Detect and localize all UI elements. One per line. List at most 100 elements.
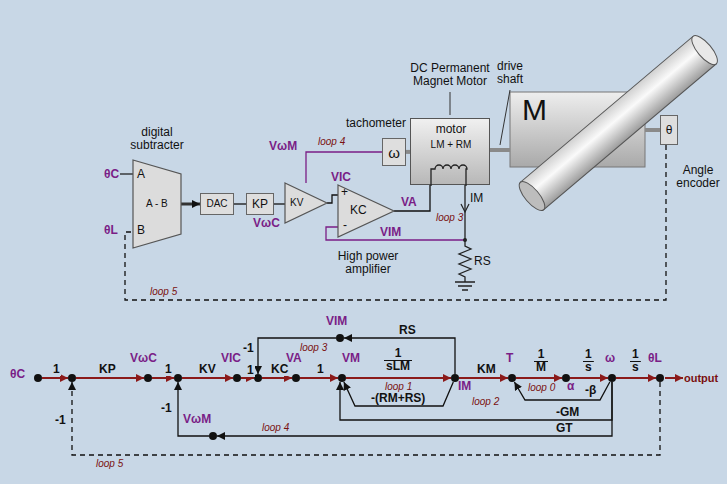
node-text: + [341,186,348,199]
signal-connector [178,382,209,436]
signal-node: VωM [209,432,217,440]
signal-connector [125,145,666,300]
signal-name: VIC [221,352,241,365]
node-text: M [522,94,547,126]
signal-connector [76,377,144,379]
branch-gain: 1 s [630,348,641,374]
branch-gain: 1 s [583,348,594,374]
signal-connector [514,382,609,400]
annotation-label: loop 4 [262,422,289,434]
branch-gain: 1 [246,364,255,377]
signal-node: VIM [336,334,344,342]
mass-block: M [510,92,645,167]
node-text: digital subtracter [121,126,193,152]
signal-node [68,374,76,382]
signal-name: T [506,352,513,365]
triangle-outline [285,183,327,223]
signal-node: VM [338,374,346,382]
signal-name: ω [605,352,615,365]
leader-line [450,92,451,115]
coil-symbol [431,165,467,186]
signal-connector [300,377,338,379]
encoder-box: θAngle encoder [660,115,678,145]
junction-dot [463,238,467,242]
signal-connector [42,377,68,379]
cylinder-start [515,178,549,215]
branch-gain: 1 [316,363,325,376]
signal-connector [241,377,254,379]
node-text: KP [252,198,268,211]
drive-shaft [645,128,660,132]
signal-name: θC [10,368,25,381]
signal-connector [262,377,292,379]
branch-gain: VωM [268,140,298,153]
signal-node: VωC [144,374,152,382]
signal-node: θL [656,374,664,382]
branch-gain: VA [400,196,418,209]
motor-box: motorLM + RM [410,118,490,185]
subtracter-block: digital subtracterABA - B [133,160,181,248]
annotation-label: IM [470,192,483,205]
signal-node: θC [34,374,42,382]
signal-node [174,374,182,382]
node-text: A [137,168,145,181]
annotation-label: loop 3 [300,342,327,354]
branch-gain: VωC [252,217,281,230]
node-text: KC [350,204,367,217]
signal-connector [274,203,285,204]
annotation-label: θC [104,168,119,181]
signal-connector [327,195,338,203]
signal-connector [346,377,451,379]
branch-gain: -1 [54,414,67,427]
signal-connector [616,377,656,379]
current-arrow [461,204,469,212]
signal-name: VM [342,352,360,365]
branch-gain: -β [584,384,597,397]
signal-connector [516,377,562,379]
annotation-label: loop 2 [472,396,499,408]
node-text: tachometer [346,117,406,130]
node-text: ω [388,145,400,161]
leader-line [500,90,510,145]
signal-connector [217,382,612,436]
annotation-label: loop 1 [385,381,412,393]
annotation-label: loop 5 [96,458,123,470]
drive-shaft [490,148,510,152]
branch-gain: KM [476,363,497,376]
branch-gain: -(RM+RS) [370,392,426,405]
signal-node: α [562,374,570,382]
signal-name: IM [458,380,471,393]
gain-box: KP [246,193,274,215]
branch-gain: KP [98,363,117,376]
branch-gain: 1 sLM [384,347,412,373]
cylinder-end [688,32,722,69]
output-arrow [665,377,683,379]
signal-connector [234,203,246,204]
motor-current-wire [459,185,471,282]
signal-name: VIM [326,315,347,328]
ground-symbol [455,282,475,290]
annotation-label: drive shaft [490,60,530,86]
signal-name: VωC [130,352,157,365]
annotation-label: RS [474,255,491,268]
tachometer-box: tachometerω [382,138,406,166]
annotation-label: loop 4 [318,136,345,148]
annotation-label: loop 3 [436,212,463,224]
signal-connector [306,152,382,183]
node-text: A - B [146,198,168,209]
node-text: Angle encoder [673,164,723,190]
signal-connector [182,377,233,379]
branch-gain: KC [270,363,289,376]
annotation-label: θL [104,224,118,237]
signal-connector [570,377,608,379]
branch-gain: -1 [242,342,255,355]
node-text: θ [666,124,673,137]
subtracter-outline [133,160,181,248]
signal-name: θL [648,352,662,365]
signal-connector [181,203,200,206]
annotation-label: DC Permanent Magnet Motor [405,62,495,88]
branch-gain: GT [555,422,574,435]
signal-connector [344,382,453,406]
